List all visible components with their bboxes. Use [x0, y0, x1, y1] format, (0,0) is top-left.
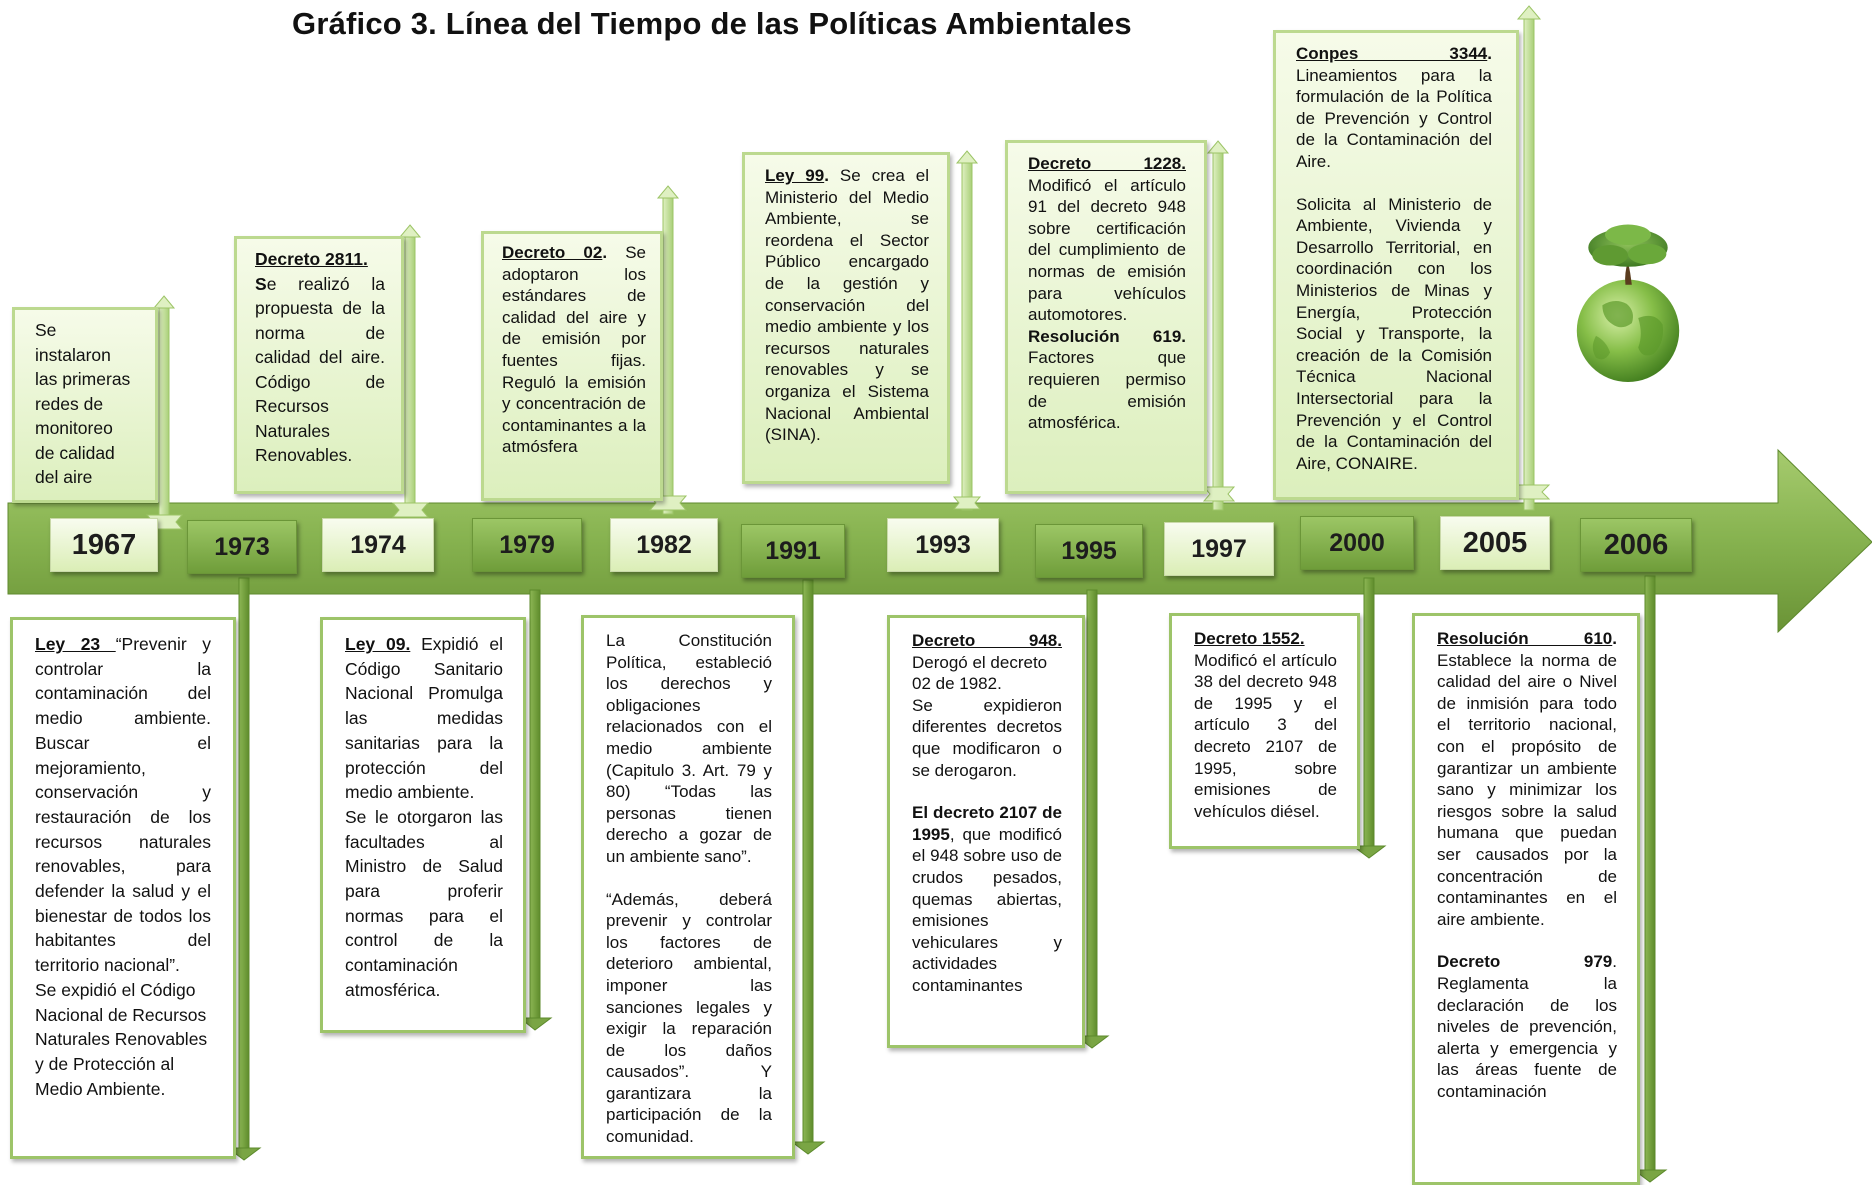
event-text: Establece la norma de calidad del aire o…: [1437, 650, 1617, 929]
connector-1991: [790, 579, 826, 1155]
event-heading: Decreto 1552.: [1194, 629, 1305, 648]
event-heading: Ley 99: [765, 166, 825, 185]
event-box-1997: Decreto 1228. Modificó el artículo 91 de…: [1005, 140, 1207, 494]
year-1997: 1997: [1164, 522, 1274, 576]
event-text-2: Reglamenta la declaración de los niveles…: [1437, 973, 1617, 1101]
connector-2006: [1632, 575, 1668, 1183]
year-2006: 2006: [1580, 518, 1692, 572]
year-1982: 1982: [610, 518, 718, 572]
event-text: Modificó el artículo 38 del decreto 948 …: [1194, 650, 1337, 821]
event-text: Lineamientos para la formulación de la P…: [1296, 65, 1492, 171]
connector-1974: [391, 224, 430, 518]
event-heading: Resolución 610: [1437, 629, 1613, 648]
event-text-2: Se le otorgaron las facultades al Minist…: [345, 806, 503, 1000]
event-box-2006: Resolución 610. Establece la norma de ca…: [1412, 613, 1640, 1185]
event-text: Se adoptaron los estándares de calidad d…: [502, 243, 646, 457]
event-heading: Decreto 948.: [912, 631, 1062, 650]
event-box-1967: Se instalaron las primeras redes de moni…: [12, 307, 158, 503]
event-text-2: Factores que requieren permiso de emisió…: [1028, 348, 1186, 433]
event-heading: Ley 09.: [345, 634, 411, 654]
event-box-1993: Ley 99. Se crea el Ministerio del Medio …: [742, 152, 950, 484]
event-heading: Ley 23: [35, 634, 116, 654]
top-connectors: [145, 5, 1551, 530]
event-text: Se crea el Ministerio del Medio Ambiente…: [765, 166, 929, 445]
year-2000: 2000: [1300, 516, 1414, 570]
year-1974: 1974: [322, 518, 434, 572]
event-text-2: Solicita al Ministerio de Ambiente, Vivi…: [1296, 194, 1492, 473]
event-text: Derogó el decreto 02 de 1982.: [912, 652, 1048, 694]
event-text: Se instalaron las primeras redes de moni…: [35, 320, 131, 487]
connector-1973: [226, 577, 262, 1161]
connector-1997: [1202, 140, 1236, 511]
event-box-1979: Ley 09. Expidió el Código Sanitario Naci…: [320, 617, 526, 1033]
event-box-1974: Decreto 2811. Se realizó la propuesta de …: [234, 236, 404, 494]
connector-2005: [1507, 5, 1551, 511]
year-1967: 1967: [50, 518, 158, 572]
year-1993: 1993: [887, 518, 999, 572]
event-heading-2: El decreto 2107 de 1995: [912, 803, 1062, 844]
event-heading: Decreto 1228.: [1028, 154, 1186, 173]
event-text: “Prevenir y controlar la contaminación d…: [35, 634, 211, 976]
year-1979: 1979: [472, 518, 582, 572]
year-2005: 2005: [1440, 516, 1550, 570]
year-1973: 1973: [187, 520, 297, 574]
event-heading: Decreto 02: [502, 243, 603, 262]
event-text-2: Se expidió el Código Nacional de Recurso…: [35, 979, 208, 1099]
event-text-3: , que modificó el 948 sobre uso de crudo…: [912, 824, 1062, 995]
tree-on-globe-icon: [1576, 224, 1680, 382]
page-title: Gráfico 3. Línea del Tiempo de las Polít…: [292, 6, 1132, 41]
year-1995: 1995: [1035, 524, 1143, 578]
connector-1993: [952, 150, 982, 511]
event-box-1995: Decreto 948. Derogó el decreto 02 de 198…: [887, 615, 1085, 1048]
event-text: La Constitución Política, estableció los…: [606, 631, 772, 866]
year-1991: 1991: [741, 524, 845, 578]
event-heading: Decreto 2811.: [255, 249, 368, 269]
event-box-1991: La Constitución Política, estableció los…: [581, 615, 795, 1159]
event-heading-2: Decreto 979: [1437, 952, 1613, 972]
event-heading: Conpes 3344: [1296, 44, 1488, 63]
connector-2000: [1351, 577, 1387, 859]
event-box-1973: Ley 23 “Prevenir y controlar la contamin…: [10, 617, 236, 1159]
event-box-2005: Conpes 3344. Lineamientos para la formul…: [1273, 30, 1519, 500]
event-initial: S: [255, 273, 267, 294]
connector-1979: [518, 589, 553, 1031]
event-heading-2: Resolución 619.: [1028, 326, 1186, 346]
event-box-1982: Decreto 02. Se adoptaron los estándares …: [481, 231, 663, 501]
event-text-2: Se expidieron diferentes decretos que mo…: [912, 695, 1062, 780]
event-text: Expidió el Código Sanitario Nacional Pro…: [345, 634, 503, 803]
event-text-2: “Además, deberá prevenir y controlar los…: [606, 889, 772, 1147]
event-text: Modificó el artículo 91 del decreto 948 …: [1028, 175, 1186, 325]
event-box-2000: Decreto 1552. Modificó el artículo 38 de…: [1169, 613, 1360, 849]
event-text: e realizó la propuesta de la norma de ca…: [255, 273, 385, 466]
